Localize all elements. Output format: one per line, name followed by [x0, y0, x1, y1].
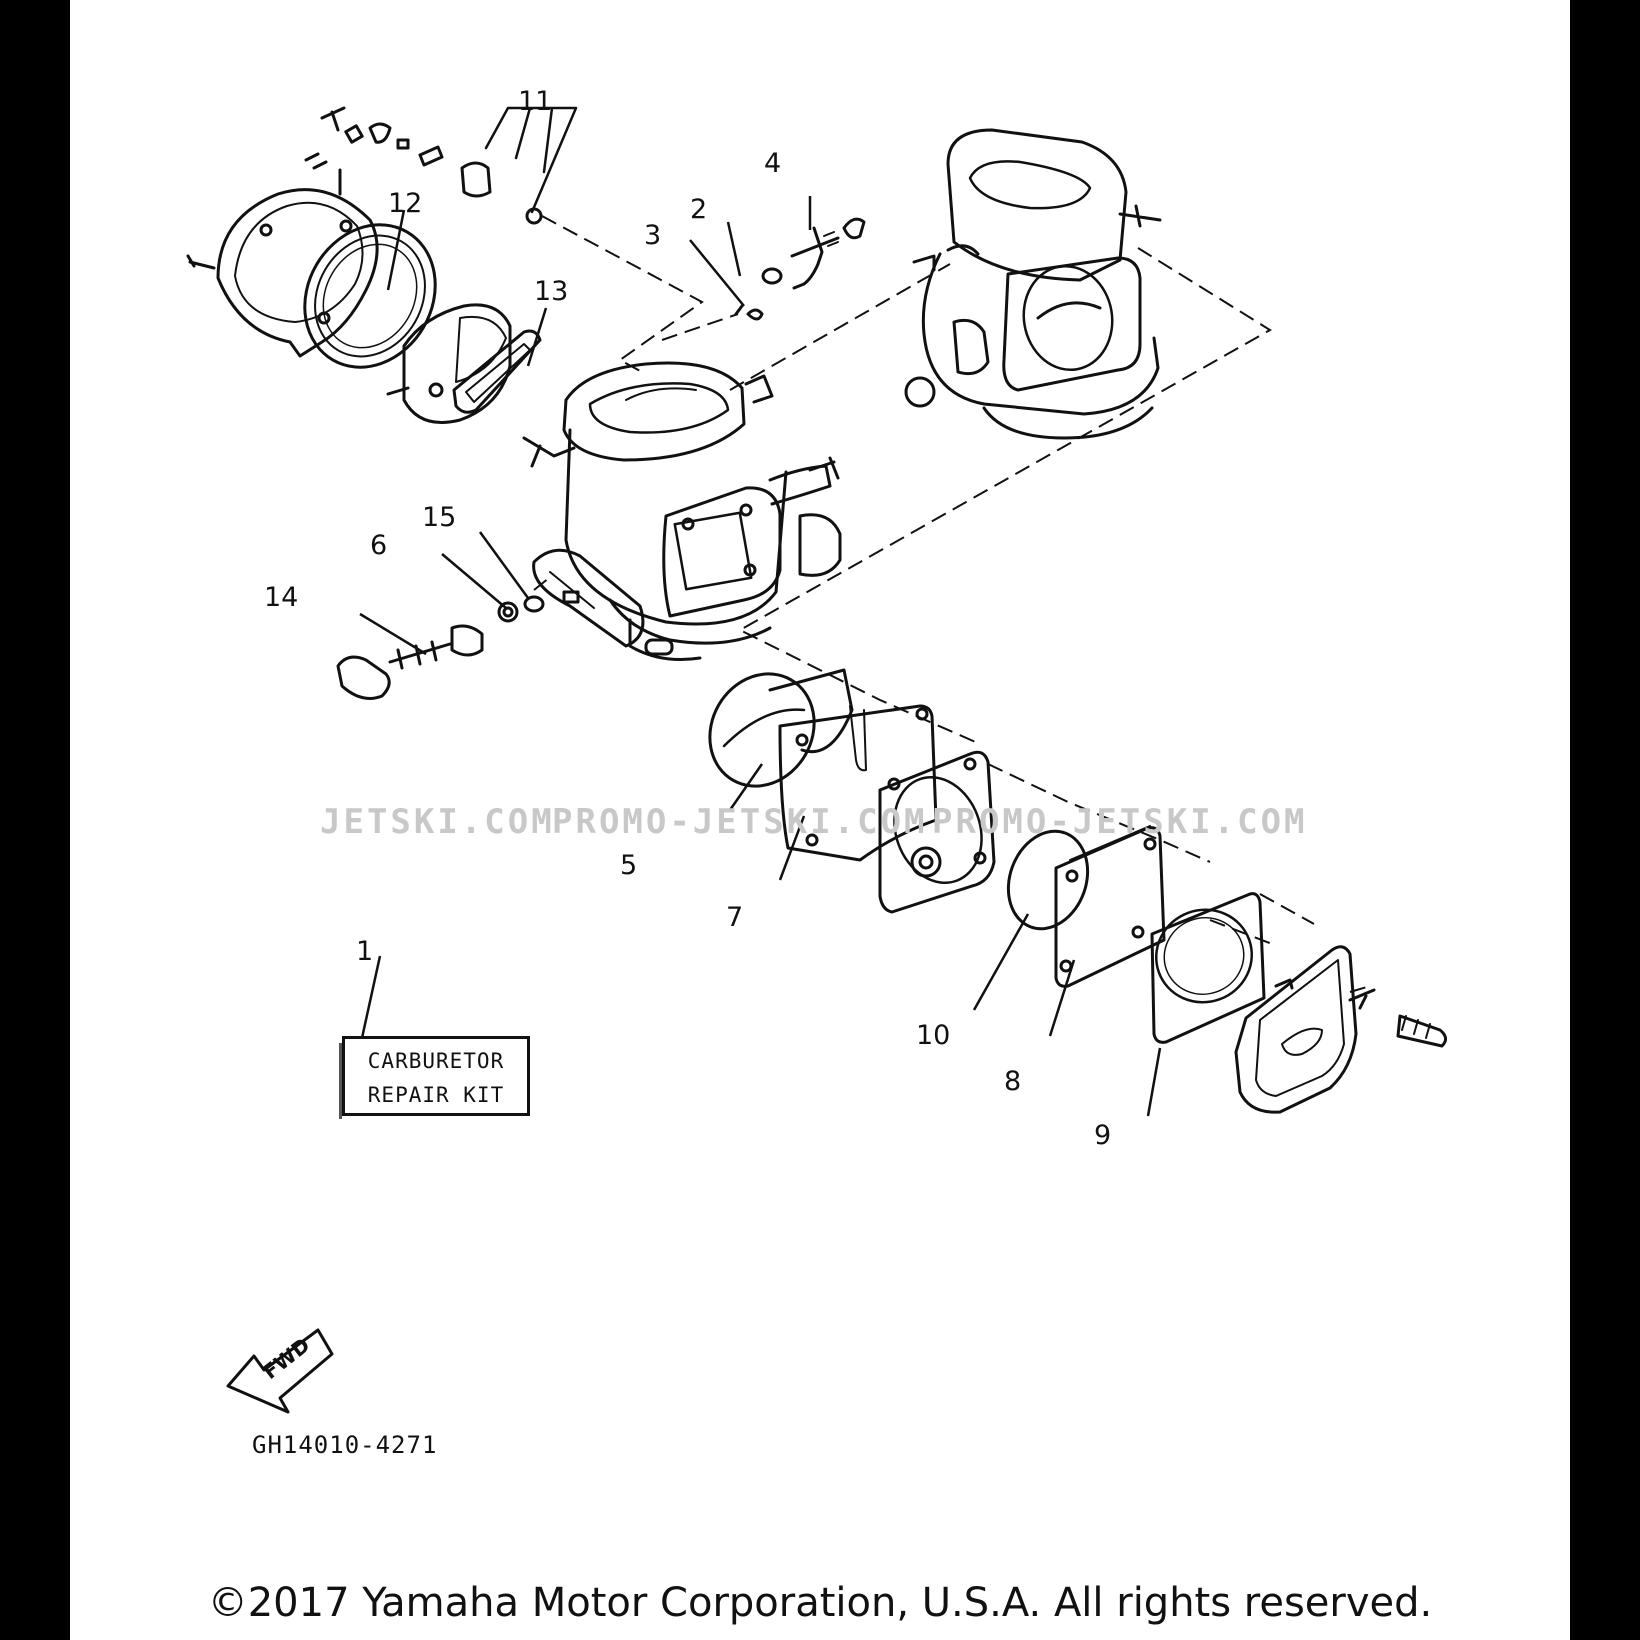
- callout-11: 11: [518, 86, 552, 117]
- watermark-3: PROMO-JETSKI.COM: [932, 802, 1308, 842]
- copyright-notice: ©2017 Yamaha Motor Corporation, U.S.A. A…: [207, 1580, 1433, 1626]
- part-12-pump-cover: [186, 188, 437, 369]
- part-8-plate: [1054, 825, 1166, 988]
- kit-label-line1: CARBURETOR: [367, 1049, 505, 1073]
- part-pump-body: [386, 303, 512, 424]
- callout-12: 12: [388, 188, 422, 219]
- callout-13: 13: [534, 276, 568, 307]
- callout-7: 7: [726, 902, 743, 933]
- callout-4: 4: [764, 148, 781, 179]
- part-9-gasket: [1150, 892, 1266, 1044]
- callout-3: 3: [644, 220, 661, 251]
- callout-10: 10: [916, 1020, 950, 1051]
- callout-14: 14: [264, 582, 298, 613]
- callout-2: 2: [690, 194, 707, 225]
- callout-15: 15: [422, 502, 456, 533]
- repair-kit-label-box: CARBURETOR REPAIR KIT: [339, 1036, 530, 1119]
- part-10-gasket-ring: [1006, 829, 1090, 931]
- part-carburetor-main: [522, 361, 842, 661]
- part-pump-center: [878, 750, 996, 914]
- part-end-cover: [1234, 945, 1447, 1114]
- part-carburetor-right: [904, 128, 1162, 440]
- diagram-sheet: 11 12 13 3 2 4 14 6 15 5 7 10 8 9 1 FWD …: [70, 0, 1570, 1640]
- watermark-2: PROMO-JETSKI.COM: [552, 802, 928, 842]
- callout-5: 5: [620, 850, 637, 881]
- callout-9: 9: [1094, 1120, 1111, 1151]
- part-13-gasket: [452, 329, 542, 414]
- callout-6: 6: [370, 530, 387, 561]
- part-bowl-plate: [532, 548, 645, 648]
- part-11-hardware: [304, 106, 543, 225]
- part-2-3-4-screws: [734, 217, 866, 321]
- part-7-plate: [778, 704, 938, 862]
- fwd-arrow-icon: FWD: [226, 1328, 334, 1414]
- kit-label-line2: REPAIR KIT: [367, 1083, 505, 1107]
- exploded-parts-drawing: 11 12 13 3 2 4 14 6 15 5 7 10 8 9 1 FWD: [186, 86, 1447, 1414]
- callout-8: 8: [1004, 1066, 1021, 1097]
- callout-1: 1: [356, 936, 373, 967]
- part-14-6-15-screws: [336, 595, 545, 700]
- part-5-cover: [708, 668, 854, 788]
- diagram-code: GH14010-4271: [252, 1431, 438, 1459]
- watermark-1: JETSKI.COM: [320, 802, 555, 842]
